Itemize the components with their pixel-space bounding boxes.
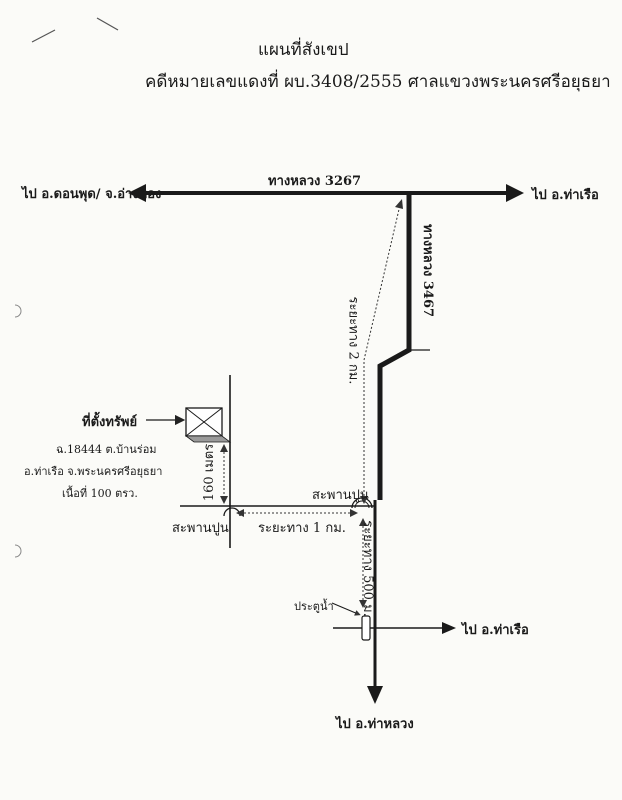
property-line-1: ฉ.18444 ต.บ้านร่อม [56, 443, 157, 456]
arrow-south-icon [367, 686, 383, 704]
road-3467 [377, 193, 412, 500]
stray-mark [31, 29, 56, 43]
dim-1km-arrow-left [236, 509, 244, 517]
road-label-3267: ทางหลวง 3267 [268, 174, 362, 189]
map-subtitle: คดีหมายเลขแดงที่ ผบ.3408/2555 ศาลแขวงพระ… [145, 72, 611, 92]
dim-500m-arrow-top [359, 518, 367, 526]
dim-2km-arrow-bottom [360, 496, 368, 504]
arrow-east-lower-icon [442, 622, 456, 634]
dim-2km [363, 204, 401, 500]
dim-2km-arrow-top [395, 199, 403, 209]
property-line-2: อ.ท่าเรือ จ.พระนครศรีอยุธยา [24, 465, 163, 478]
distance-160m: 160 เมตร [202, 443, 218, 502]
distance-2km: ระยะทาง 2 กม. [345, 296, 361, 385]
bridge-right-label: สะพานปูน [312, 488, 369, 503]
sluice-gate-label: ประตูน้ำ [294, 600, 334, 613]
binder-hole [14, 304, 22, 318]
binder-hole [14, 544, 22, 558]
stray-mark [96, 17, 119, 31]
distance-1km: ระยะทาง 1 กม. [258, 521, 346, 536]
bridge-left-label: สะพานปูน [172, 521, 229, 536]
bridge-right-inner [354, 500, 370, 509]
dim-500m-arrow-bottom [359, 600, 367, 608]
direction-east-mid: ไป อ.ท่าเรือ [462, 623, 529, 638]
arrow-west-icon [128, 184, 146, 202]
property-line-3: เนื้อที่ 100 ตรว. [62, 487, 138, 500]
sluice-gate-icon [361, 615, 371, 641]
arrow-east-icon [506, 184, 524, 202]
direction-east-top: ไป อ.ท่าเรือ [532, 188, 599, 203]
sluice-pointer-arrow [331, 602, 361, 616]
dim-160m-arrow-top [220, 444, 228, 452]
dim-1km-arrow-right [350, 509, 358, 517]
map-title: แผนที่สังเขป [258, 40, 349, 60]
direction-south: ไป อ.ท่าหลวง [336, 717, 414, 732]
distance-500m: ระยะทาง 500 ม. [359, 520, 375, 617]
bridge-left-icon [223, 507, 241, 517]
dim-160m-arrow-bottom [220, 496, 228, 504]
direction-west: ไป อ.ดอนพุด/ จ.อ่างทอง [22, 187, 162, 202]
property-marker-icon [184, 407, 232, 443]
road-label-3467: ทางหลวง 3467 [420, 223, 436, 318]
property-label: ที่ตั้งทรัพย์ [82, 415, 138, 430]
